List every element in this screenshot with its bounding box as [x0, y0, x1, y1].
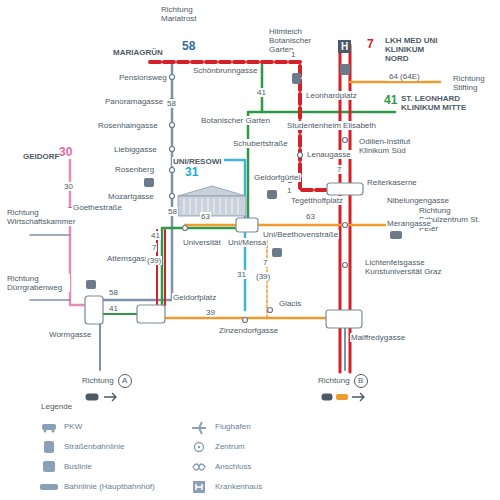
- station-label: Rosenhaingasse: [97, 121, 159, 130]
- route-number: 64 (64E): [388, 72, 421, 81]
- station-label: Reiterkaserne: [366, 178, 418, 187]
- station-label: Tegetthoffplatz: [290, 196, 344, 205]
- direction-letter: A: [118, 374, 132, 388]
- bus-line-58: [103, 62, 172, 300]
- station-label: Panoramagasse: [104, 97, 164, 106]
- station-label: Geidorfplatz: [172, 293, 217, 302]
- direction-heading: Richtung: [82, 376, 114, 385]
- station-label: Pensionsweg: [118, 73, 168, 82]
- legend-text: PKW: [64, 422, 82, 431]
- route-number: 1: [286, 186, 292, 195]
- building-illustration: [178, 186, 246, 216]
- district-label: GEIDORF: [22, 152, 60, 161]
- route-number: 41: [108, 304, 119, 313]
- station-label: Universität: [182, 238, 222, 247]
- station-label: Schubertstraße: [232, 139, 289, 148]
- legend-text: Krankenhaus: [215, 482, 262, 491]
- station-label: Wormgasse: [48, 330, 93, 339]
- tram-line-attemsgasse: [157, 230, 165, 305]
- station-label: Goethestraße: [72, 203, 123, 212]
- station-label: Merangasse: [386, 219, 432, 228]
- station-label: Zinzendorfgasse: [218, 326, 279, 335]
- legend-text: Bahnlinie (Hauptbahnhof): [64, 482, 155, 491]
- hospital-box: H: [338, 40, 351, 53]
- station-label: Maiffredygasse: [350, 333, 406, 342]
- station-label: Leonhardplatz: [305, 91, 358, 100]
- station-label: Richtung Mariatrost: [160, 5, 222, 23]
- station-label: Uni/Beethovenstraße: [262, 230, 339, 239]
- district-label: LKH MED UNI KLINIKUM NORD: [384, 36, 448, 64]
- station-label: Lenaugasse: [306, 150, 352, 159]
- station-label: Legende: [40, 402, 73, 411]
- direction-heading: Richtung: [318, 376, 350, 385]
- station-label: Botanischer Garten: [200, 116, 271, 125]
- bus-line-31: [225, 160, 245, 310]
- route-number: 39: [205, 308, 216, 317]
- line-number: 31: [184, 166, 199, 180]
- station-label: Liebiggasse: [113, 145, 158, 154]
- legend-text: Anschluss: [215, 462, 251, 471]
- route-number: 7: [151, 243, 157, 252]
- line-number: 41: [383, 94, 398, 108]
- direction-node: Richtung A: [82, 374, 132, 388]
- station-label: Nibelungengasse: [386, 196, 450, 205]
- route-number: (39): [255, 272, 271, 281]
- station-label: Lichtenfelsgasse Kunstuniversität Graz: [364, 258, 462, 276]
- legend-text: Buslinie: [64, 462, 92, 471]
- station-label: Richtung Dürrgrabenweg: [6, 274, 70, 292]
- route-number: 41: [150, 231, 161, 240]
- legend-text: Straßenbahnlinie: [64, 442, 124, 451]
- district-label: ST. LEONHARD KLINIKUM MITTE: [400, 94, 474, 112]
- station-label: Richtung Stifting: [452, 74, 496, 92]
- route-number: 31: [236, 270, 247, 279]
- junction-boxes: [85, 183, 363, 328]
- route-number: 30: [63, 182, 74, 191]
- line-number: 30: [58, 146, 73, 160]
- route-number: 58: [166, 99, 177, 108]
- direction-letter: B: [354, 374, 368, 388]
- district-label: MARIAGRÜN: [112, 48, 164, 57]
- line-number: 58: [181, 40, 196, 54]
- stop-dots: [68, 75, 348, 323]
- station-label: Glacis: [278, 299, 302, 308]
- route-number: 63: [200, 212, 211, 221]
- route-number: 41: [256, 88, 267, 97]
- station-label: Mozartgasse: [107, 192, 155, 201]
- station-label: Studentenheim Elisabeth: [286, 121, 377, 130]
- vehicle-icons: [86, 64, 402, 289]
- route-number: 63: [305, 212, 316, 221]
- route-number: 7: [262, 258, 268, 267]
- tram-line-41-west: [103, 313, 137, 315]
- legend-text: Zentrum: [215, 442, 245, 451]
- legend-text: Flughafen: [215, 422, 251, 431]
- direction-lines: [100, 322, 345, 370]
- district-label: UNI/RESOWI: [172, 157, 222, 166]
- hospital-letter: H: [341, 41, 348, 52]
- station-label: Hilmteich Botanischer Garten: [268, 27, 332, 55]
- station-label: Richtung Wirtschaftskammer: [6, 208, 72, 226]
- route-number: (39): [146, 256, 162, 265]
- direction-node: Richtung B: [318, 374, 368, 388]
- route-number: 7: [336, 165, 342, 174]
- station-label: Odilien-Institut Klinikum Süd: [358, 137, 432, 155]
- station-label: Schönbrunngasse: [192, 66, 259, 75]
- route-number: 58: [108, 288, 119, 297]
- route-number: 1: [290, 50, 296, 59]
- route-number: 58: [167, 207, 178, 216]
- line-number: 7: [366, 38, 375, 52]
- tram-line-41-branch: [261, 62, 264, 112]
- station-label: Geidorfgürtel: [253, 173, 301, 182]
- legend-icons: [40, 422, 206, 493]
- station-label: Rosenberg: [114, 165, 155, 174]
- station-label: Uni/Mensa: [227, 238, 267, 247]
